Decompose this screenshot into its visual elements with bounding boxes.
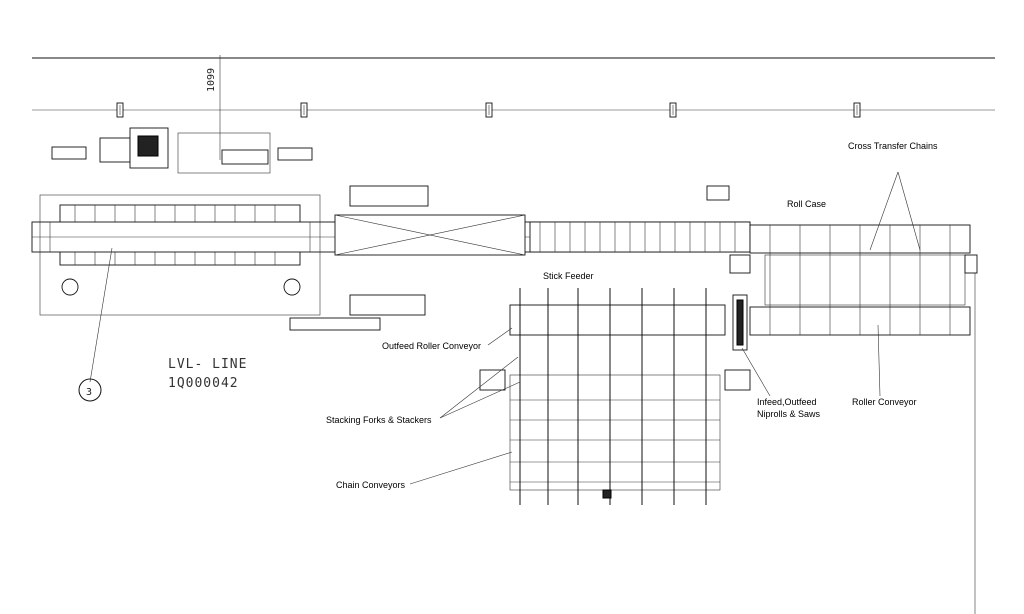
- section-leader: [89, 247, 113, 383]
- section-number: 3: [86, 387, 92, 398]
- label-chain-conveyors: Chain Conveyors: [336, 480, 406, 490]
- bottom-marker: [602, 489, 612, 499]
- small-symbol: [706, 185, 730, 201]
- drawing-title: LVL- LINE: [168, 357, 247, 372]
- niprolls-saws: [732, 294, 748, 351]
- leader-cross-transfer-1: [869, 171, 899, 251]
- leader-chain: [409, 451, 513, 485]
- label-stick-feeder: Stick Feeder: [543, 271, 594, 281]
- label-outfeed-roller-conveyor: Outfeed Roller Conveyor: [382, 341, 481, 351]
- label-roll-case: Roll Case: [787, 199, 826, 209]
- drawing-number: 1Q000042: [168, 376, 239, 391]
- leader-roller: [877, 324, 881, 397]
- stacking-area: [479, 304, 751, 491]
- label-roller-conveyor: Roller Conveyor: [852, 397, 917, 407]
- leader-infeed: [741, 347, 771, 397]
- roll-case-section: [729, 224, 978, 336]
- label-infeed-line2: Niprolls & Saws: [757, 409, 821, 419]
- leader-cross-transfer-2: [897, 171, 921, 251]
- section-circle: [78, 378, 102, 402]
- leader-stacking-2: [439, 381, 521, 419]
- main-conveyor-line: [31, 185, 751, 316]
- stacker-forks: [519, 288, 707, 505]
- label-cross-transfer-chains: Cross Transfer Chains: [848, 141, 938, 151]
- leader-stacking-1: [439, 356, 519, 419]
- leader-outfeed: [487, 327, 513, 346]
- label-infeed-line1: Infeed,Outfeed: [757, 397, 817, 407]
- dimension-text: 1099: [206, 68, 217, 92]
- conveyor-rollers: [39, 222, 736, 252]
- label-stacking-forks: Stacking Forks & Stackers: [326, 415, 432, 425]
- column-markers: [116, 102, 861, 118]
